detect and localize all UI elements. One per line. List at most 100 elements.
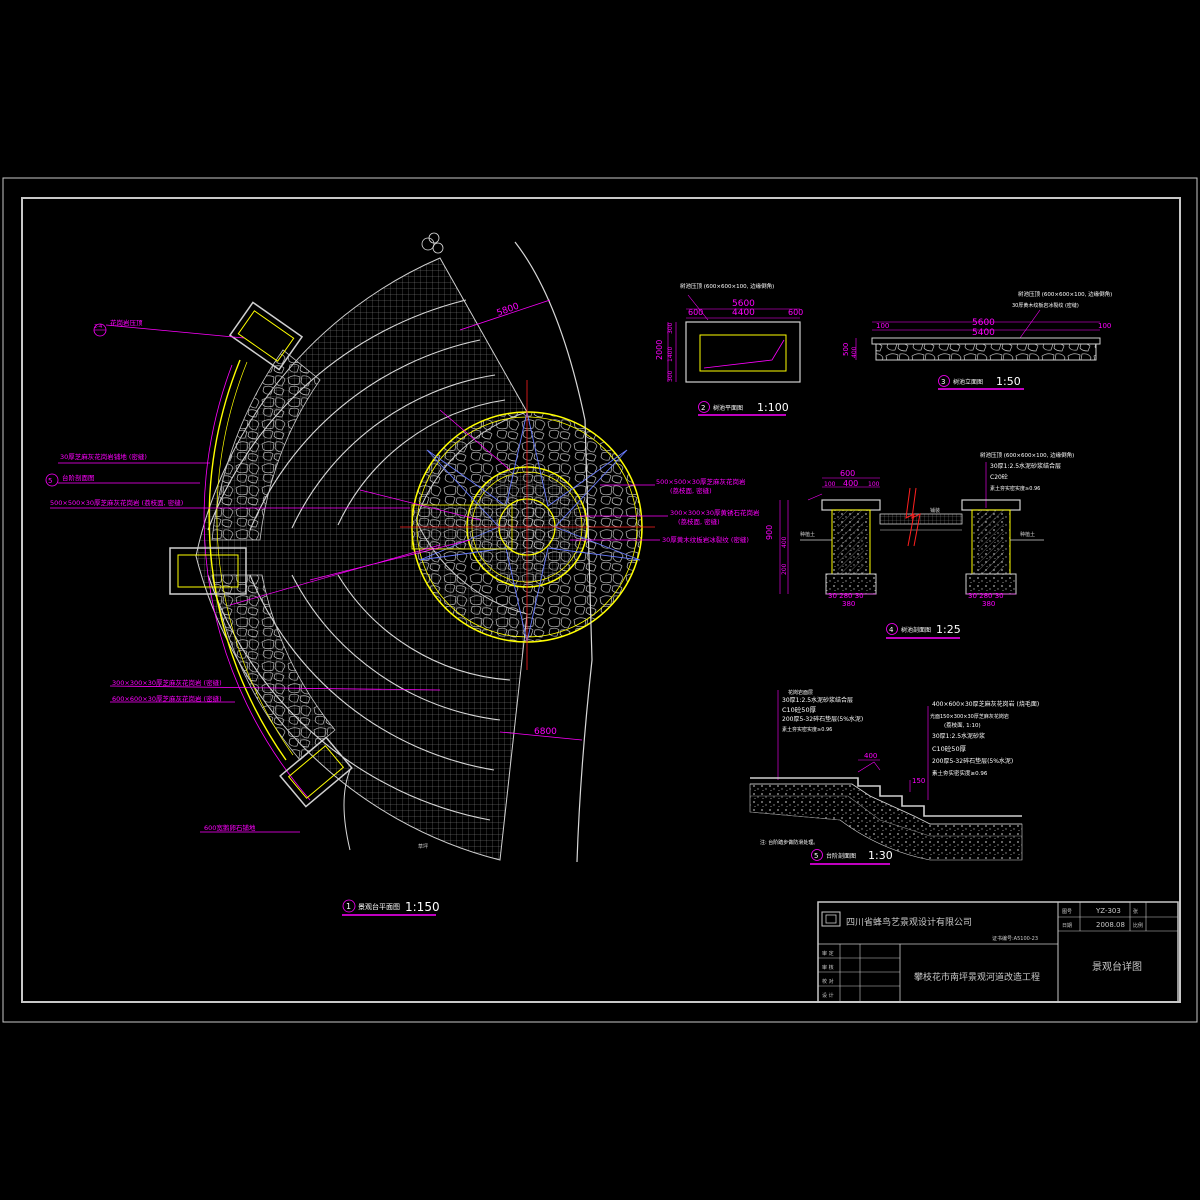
- svg-text:30厚黄木纹板岩冰裂纹 (密缝): 30厚黄木纹板岩冰裂纹 (密缝): [1012, 302, 1079, 309]
- svg-text:2: 2: [701, 404, 705, 412]
- plan-title: 1 景观台平面图 1:150: [342, 899, 440, 916]
- detail-3-tree-pool-elevation: 树池压顶 (600×600×100, 边缘倒角) 30厚黄木纹板岩冰裂纹 (密缝…: [842, 290, 1112, 390]
- svg-text:树池压顶 (600×600×100, 边缘倒角): 树池压顶 (600×600×100, 边缘倒角): [680, 282, 774, 290]
- svg-text:500×500×30厚芝麻灰花岗岩 (荔枝面, 密缝): 500×500×30厚芝麻灰花岗岩 (荔枝面, 密缝): [50, 498, 183, 507]
- drawing-date: 2008.08: [1096, 921, 1125, 929]
- radial-dims: [229, 409, 511, 606]
- svg-text:30 280 30: 30 280 30: [828, 592, 864, 600]
- svg-text:500: 500: [842, 343, 850, 356]
- svg-text:1:50: 1:50: [996, 375, 1021, 388]
- dim-5800: 5800: [459, 299, 551, 331]
- svg-text:100: 100: [868, 481, 880, 488]
- company-logo: [821, 911, 841, 927]
- svg-text:200厚5-32碎石垫层(5%水泥): 200厚5-32碎石垫层(5%水泥): [782, 715, 863, 723]
- svg-text:300: 300: [667, 322, 674, 334]
- svg-text:600×600×30厚芝麻灰花岗岩 (密缝): 600×600×30厚芝麻灰花岗岩 (密缝): [112, 694, 222, 703]
- svg-text:素土夯实密实度≥0.96: 素土夯实密实度≥0.96: [932, 769, 988, 777]
- svg-text:(荔枝面, 1:10): (荔枝面, 1:10): [944, 721, 981, 729]
- svg-text:5800: 5800: [496, 301, 521, 318]
- svg-text:100: 100: [824, 481, 836, 488]
- outer-frame: [2, 177, 1198, 1023]
- plan-view: 5800 6800 2-4 花岗岩压顶 30厚芝麻灰花岗岩铺地 (密缝): [45, 232, 760, 916]
- svg-text:200: 200: [781, 563, 788, 575]
- svg-text:台阶剖面图: 台阶剖面图: [62, 473, 95, 482]
- svg-text:注: 台阶踏步做防滑处理。: 注: 台阶踏步做防滑处理。: [760, 839, 818, 846]
- svg-text:树池立面图: 树池立面图: [953, 378, 983, 386]
- svg-text:花岗岩面层: 花岗岩面层: [788, 689, 813, 696]
- svg-text:(荔枝面, 密缝): (荔枝面, 密缝): [678, 517, 720, 526]
- svg-text:600: 600: [788, 308, 803, 317]
- svg-text:600: 600: [840, 469, 855, 478]
- svg-text:1400: 1400: [667, 347, 674, 362]
- svg-text:1:150: 1:150: [405, 900, 440, 914]
- svg-text:600宽鹅卵石铺地: 600宽鹅卵石铺地: [204, 823, 256, 832]
- svg-text:500×500×30厚芝麻灰花岗岩: 500×500×30厚芝麻灰花岗岩: [656, 477, 746, 486]
- svg-text:景观台平面图: 景观台平面图: [358, 902, 400, 911]
- title-block: 四川省蜂鸟艺景观设计有限公司 证书编号:A5100-23 审 定 审 核 校 对…: [817, 901, 1179, 1003]
- svg-text:树池压顶 (600×600×100, 边缘倒角): 树池压顶 (600×600×100, 边缘倒角): [980, 451, 1074, 459]
- svg-text:30厚1:2.5水泥砂浆结合层: 30厚1:2.5水泥砂浆结合层: [990, 462, 1061, 470]
- svg-text:30厚1:2.5水泥砂浆: 30厚1:2.5水泥砂浆: [932, 732, 985, 740]
- svg-text:100: 100: [876, 322, 889, 330]
- svg-text:400: 400: [864, 752, 877, 760]
- svg-text:树池压顶 (600×600×100, 边缘倒角): 树池压顶 (600×600×100, 边缘倒角): [1018, 290, 1112, 298]
- svg-text:1: 1: [346, 902, 351, 911]
- svg-text:设 计: 设 计: [822, 992, 834, 999]
- svg-text:30厚黄木纹板岩冰裂纹 (密缝): 30厚黄木纹板岩冰裂纹 (密缝): [662, 535, 749, 544]
- svg-text:5400: 5400: [972, 328, 995, 338]
- svg-text:树池平面图: 树池平面图: [713, 404, 743, 412]
- svg-text:日期: 日期: [1062, 923, 1072, 929]
- svg-text:150: 150: [912, 777, 925, 785]
- svg-text:1:25: 1:25: [936, 623, 961, 636]
- svg-text:380: 380: [982, 600, 995, 608]
- svg-text:5600: 5600: [972, 318, 995, 328]
- svg-text:C10砼50厚: C10砼50厚: [932, 744, 967, 753]
- callouts: 2-4 花岗岩压顶 30厚芝麻灰花岗岩铺地 (密缝) 5 台阶剖面图 500×5…: [45, 318, 760, 850]
- svg-text:30厚1:2.5水泥砂浆结合层: 30厚1:2.5水泥砂浆结合层: [782, 696, 853, 704]
- project-name: 攀枝花市南坪景观河道改造工程: [914, 971, 1040, 983]
- svg-text:300×300×30厚黄锈石花岗岩: 300×300×30厚黄锈石花岗岩: [670, 508, 760, 517]
- svg-text:1:30: 1:30: [868, 849, 893, 862]
- drawing-code: YZ-303: [1095, 907, 1121, 915]
- inner-frame: [21, 197, 1181, 1003]
- svg-text:台阶剖面图: 台阶剖面图: [826, 852, 856, 860]
- svg-text:200厚5-32碎石垫层(5%水泥): 200厚5-32碎石垫层(5%水泥): [932, 757, 1013, 765]
- svg-text:光面150×300×30厚芝麻灰花岗岩: 光面150×300×30厚芝麻灰花岗岩: [930, 713, 1009, 720]
- svg-text:校 对: 校 对: [822, 978, 834, 985]
- fan-edge-yellow: [208, 359, 287, 761]
- fan-edge-yellow-2: [216, 361, 294, 756]
- detail-5-step-section: 花岗岩面层 30厚1:2.5水泥砂浆结合层 C10砼50厚 200厚5-32碎石…: [749, 689, 1039, 865]
- drawing-name: 景观台详图: [1092, 960, 1142, 973]
- planter-middle: [169, 547, 247, 595]
- svg-text:600: 600: [688, 308, 703, 317]
- svg-text:(荔枝面, 密缝): (荔枝面, 密缝): [670, 486, 712, 495]
- planter-bottom: [279, 736, 353, 808]
- svg-text:素土夯实密实度≥0.96: 素土夯实密实度≥0.96: [990, 485, 1040, 492]
- stone-band: [211, 349, 321, 541]
- svg-text:比例: 比例: [1133, 922, 1143, 929]
- svg-text:4: 4: [889, 626, 894, 634]
- svg-text:1:100: 1:100: [757, 401, 789, 414]
- svg-text:铺装: 铺装: [930, 507, 940, 514]
- svg-text:6800: 6800: [534, 727, 557, 737]
- svg-text:树池剖面图: 树池剖面图: [901, 626, 931, 634]
- svg-text:张: 张: [1133, 908, 1138, 915]
- road-edge-right: [514, 241, 593, 863]
- svg-text:5: 5: [48, 477, 52, 485]
- detail-2-tree-pool-plan: 树池压顶 (600×600×100, 边缘倒角) 5600 4400 600 6…: [655, 282, 803, 416]
- svg-text:100: 100: [1098, 322, 1111, 330]
- svg-text:C10砼50厚: C10砼50厚: [782, 705, 817, 714]
- svg-text:种植土: 种植土: [1020, 531, 1035, 538]
- company-name: 四川省蜂鸟艺景观设计有限公司: [846, 916, 972, 928]
- road-edge-left: [343, 769, 351, 851]
- svg-text:图号: 图号: [1062, 909, 1072, 915]
- svg-text:种植土: 种植土: [800, 531, 815, 538]
- svg-text:素土夯实密实度≥0.96: 素土夯实密实度≥0.96: [782, 726, 832, 733]
- svg-text:4400: 4400: [732, 308, 755, 318]
- company-cert: 证书编号:A5100-23: [992, 935, 1038, 942]
- svg-text:380: 380: [842, 600, 855, 608]
- svg-text:30厚芝麻灰花岗岩铺地 (密缝): 30厚芝麻灰花岗岩铺地 (密缝): [60, 452, 147, 461]
- svg-text:3: 3: [941, 378, 945, 386]
- svg-text:2-4: 2-4: [94, 324, 102, 330]
